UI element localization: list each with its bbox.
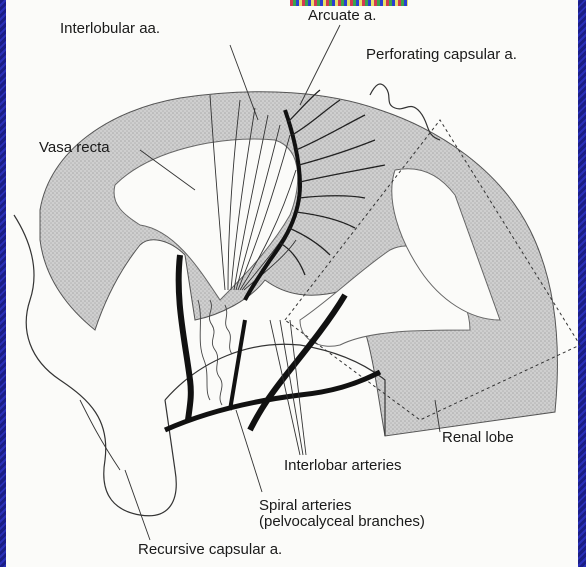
- interlobar-artery-lower: [165, 372, 380, 430]
- label-pelvocalyceal-branches: (pelvocalyceal branches): [259, 513, 425, 530]
- label-perforating-capsular-artery: Perforating capsular a.: [366, 46, 517, 63]
- label-interlobar-arteries: Interlobar arteries: [284, 457, 402, 474]
- label-interlobular-arteries: Interlobular aa.: [60, 20, 160, 37]
- interlobar-artery-right: [250, 295, 345, 430]
- label-recursive-capsular-artery: Recursive capsular a.: [138, 541, 282, 558]
- label-renal-lobe: Renal lobe: [442, 429, 514, 446]
- label-vasa-recta: Vasa recta: [39, 139, 110, 156]
- label-spiral-arteries: Spiral arteries: [259, 497, 352, 514]
- interlobar-artery-mid: [230, 320, 245, 410]
- label-arcuate-artery: Arcuate a.: [308, 7, 376, 24]
